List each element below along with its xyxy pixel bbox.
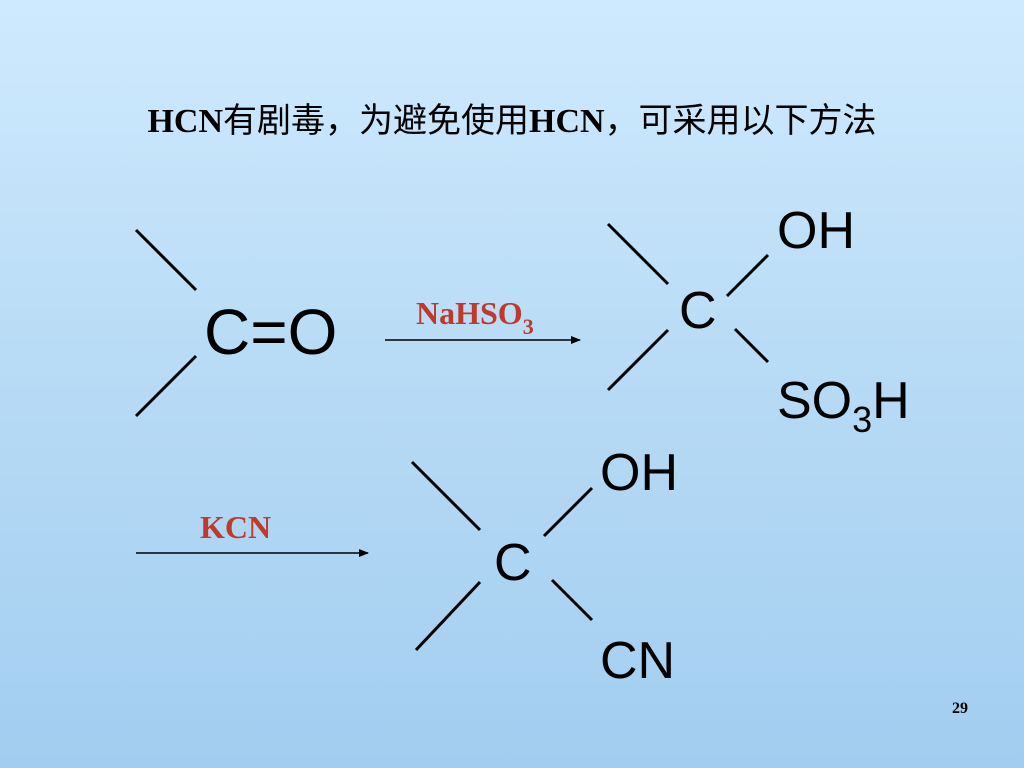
- product-2-bond-upper-left: [410, 460, 482, 532]
- product-1-bond-lower-left: [606, 328, 670, 392]
- reaction-1: NaHSO3 C OH SO3H: [385, 202, 910, 440]
- title-part-3: HCN: [529, 103, 605, 140]
- product-1-bond-lower-right: [733, 327, 770, 364]
- product-1-bond-upper-left: [606, 222, 670, 286]
- reactant-label: C=O: [204, 296, 337, 368]
- reactant-double-bond: =: [250, 296, 287, 368]
- reagent-nahso3-main: NaHSO: [416, 295, 523, 331]
- product-2-bond-lower-left: [414, 580, 482, 652]
- title-part-4: ，可采用以下方法: [604, 101, 877, 141]
- reagent-nahso3: NaHSO3: [416, 295, 534, 339]
- product-1-sulfonate-subscript: 3: [852, 399, 872, 440]
- product-2-nitrile: CN: [600, 632, 675, 690]
- reactant-oxygen: O: [288, 296, 338, 368]
- reaction-2: KCN C OH CN: [136, 444, 678, 690]
- reagent-nahso3-subscript: 3: [523, 314, 534, 339]
- product-1-sulfonate-end: H: [872, 372, 910, 430]
- title-part-1: HCN: [147, 103, 223, 140]
- product-2-carbon: C: [494, 534, 532, 592]
- page-number: 29: [952, 700, 968, 717]
- product-1-carbon: C: [679, 282, 717, 340]
- product-1-sulfonate-main: SO: [777, 372, 852, 430]
- product-1-bond-upper-right: [725, 253, 770, 298]
- slide-title: HCN有剧毒，为避免使用HCN，可采用以下方法: [0, 93, 1024, 142]
- product-2-bond-upper-right: [542, 486, 594, 538]
- product-2-hydroxyl: OH: [600, 444, 678, 502]
- product-1-hydroxyl: OH: [777, 202, 855, 260]
- title-part-2: 有剧毒，为避免使用: [223, 101, 529, 141]
- reactant-carbon: C: [204, 296, 250, 368]
- reagent-kcn: KCN: [200, 509, 271, 545]
- product-2-bond-lower-right: [550, 578, 594, 622]
- product-1-sulfonate: SO3H: [777, 372, 910, 440]
- reactant-carbonyl: C=O: [134, 228, 337, 418]
- reactant-bond-upper: [134, 228, 198, 292]
- reactant-bond-lower: [134, 354, 198, 418]
